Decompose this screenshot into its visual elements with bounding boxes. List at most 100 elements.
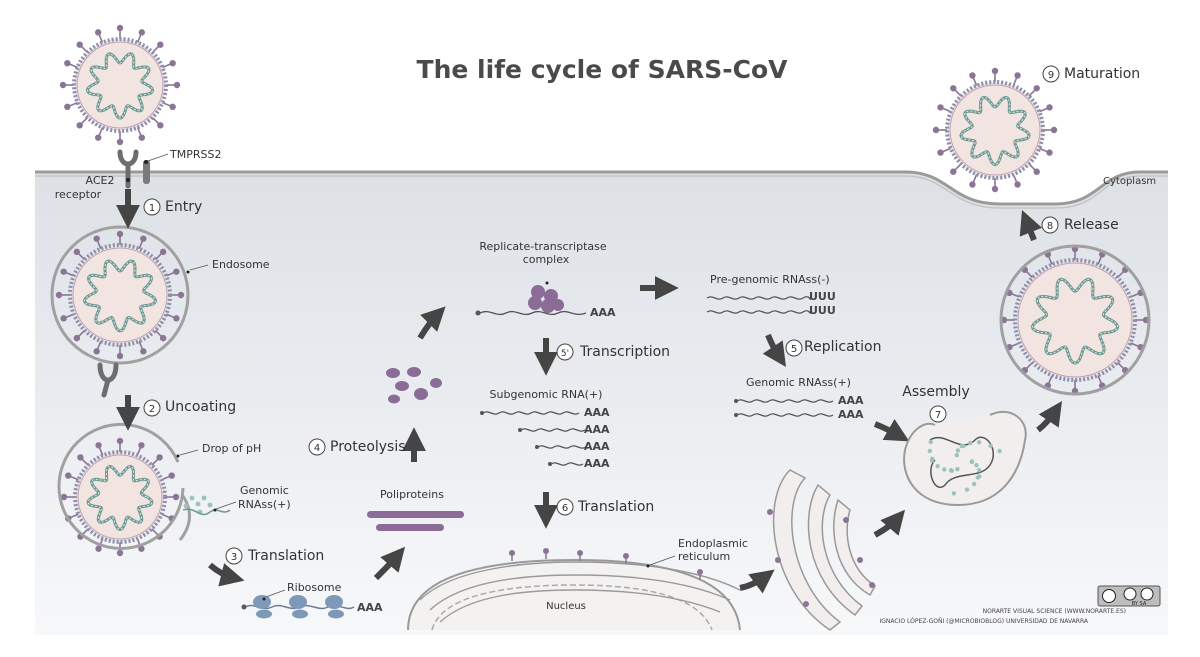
nucleus-envelope	[407, 558, 741, 631]
step-release-number: 8	[1047, 221, 1053, 232]
diagram-title: The life cycle of SARS-CoV	[417, 55, 789, 84]
step-assembly-number: 7	[935, 410, 941, 421]
step-replication-label: Replication	[804, 339, 881, 355]
membrane-inner-line	[35, 175, 1168, 209]
step-entry: 1 Entry	[143, 198, 202, 216]
assembly-compartment	[903, 410, 1027, 507]
step-transcription-label: Transcription	[579, 344, 670, 360]
step-translation-1: 3 Translation	[225, 547, 324, 565]
pregenomic-polyu-2: UUU	[809, 304, 836, 317]
cleaved-proteins	[386, 367, 442, 404]
golgi-apparatus	[772, 469, 876, 631]
step-entry-label: Entry	[165, 199, 202, 215]
step-assembly-label: Assembly	[902, 384, 969, 400]
subgenomic-rna: Subgenomic RNA(+) AAA AAA AAA AAA	[480, 388, 610, 470]
virion-mature	[932, 67, 1058, 193]
drop-ph-label: Drop of pH	[202, 442, 261, 455]
subgenomic-polya-1: AAA	[584, 406, 610, 419]
ace2-receptor	[117, 149, 139, 189]
pregenomic-polyu-1: UUU	[809, 290, 836, 303]
genomic-rna-replicated: Genomic RNAss(+) AAA AAA	[734, 376, 864, 421]
rtc-label-line2: complex	[523, 253, 570, 266]
genomic-polya-1: AAA	[838, 394, 864, 407]
subgenomic-polya-2: AAA	[584, 423, 610, 436]
virion-uncoating	[60, 437, 180, 557]
tmprss2-label: TMPRSS2	[169, 148, 221, 161]
replicase-transcriptase-complex: Replicate-transcriptase complex AAA	[475, 240, 616, 319]
assembly-rna	[927, 436, 1002, 496]
released-genomic-rna	[182, 508, 231, 516]
step-translation-2: 6 Translation	[556, 498, 654, 516]
receptor-endosome	[97, 362, 119, 398]
arrow-translation-1	[208, 562, 245, 587]
poliproteins: Poliproteins	[367, 488, 464, 531]
flow-arrows	[116, 189, 1062, 594]
step-transcription-number: 5'	[561, 349, 569, 359]
step-proteolysis: 4 Proteolysis	[308, 438, 406, 456]
tmprss2-protein	[143, 160, 150, 184]
step-release-label: Release	[1064, 217, 1119, 233]
sa-icon	[1140, 587, 1154, 601]
step-transcription: 5' Transcription	[556, 343, 670, 361]
er-label-line1: Endoplasmic	[678, 537, 748, 550]
step-maturation: 9 Maturation	[1042, 65, 1140, 83]
pregenomic-label: Pre-genomic RNAss(-)	[710, 273, 830, 286]
step-uncoating-label: Uncoating	[165, 399, 236, 415]
poliprotein-bar-1	[367, 511, 464, 518]
step-uncoating-number: 2	[149, 404, 155, 415]
uncoating-membrane-lip	[178, 495, 191, 541]
rtc-label-line1: Replicate-transcriptase	[479, 240, 607, 253]
poliprotein-bar-2	[376, 524, 444, 531]
step-proteolysis-label: Proteolysis	[330, 439, 406, 455]
ribosome-polya: AAA	[357, 601, 383, 614]
released-rna-particles	[183, 495, 213, 515]
rtc-polya: AAA	[590, 306, 616, 319]
arrow-golgi-to-assembly	[873, 509, 906, 538]
er-label-line2: reticulum	[678, 550, 730, 563]
ace2-label-line1: ACE2	[86, 174, 115, 187]
step-translation-2-label: Translation	[577, 499, 654, 515]
nucleus-label: Nucleus	[546, 601, 586, 612]
cell-membrane	[35, 170, 1168, 206]
step-translation-1-label: Translation	[247, 548, 324, 564]
step-replication-number: 5	[791, 344, 797, 355]
virion-release	[999, 244, 1151, 396]
cytoplasm-label: Cytoplasm	[1103, 176, 1156, 187]
by-icon	[1123, 587, 1137, 601]
arrow-to-release	[1036, 401, 1062, 433]
poliproteins-label: Poliproteins	[380, 488, 444, 501]
arrow-er-to-golgi	[739, 569, 775, 594]
genomic-label-line1: Genomic	[240, 484, 289, 497]
credit-line-1: NORARTE VISUAL SCIENCE (WWW.NORARTE.ES)	[983, 608, 1126, 615]
arrow-to-assembly	[873, 419, 910, 442]
step-maturation-number: 9	[1048, 70, 1054, 81]
genomic-label-line2: RNAss(+)	[238, 498, 291, 511]
golgi-spike-proteins	[767, 509, 875, 607]
step-release: 8 Release	[1041, 216, 1119, 234]
step-uncoating: 2 Uncoating	[143, 399, 236, 417]
step-translation-1-number: 3	[231, 552, 237, 563]
ribosome-translation: AAA Ribosome	[241, 581, 383, 619]
ace2-label-line2: receptor	[55, 188, 102, 201]
nucleus-er: Nucleus Endoplasmic reticulum	[407, 537, 748, 631]
ribosome-label: Ribosome	[287, 581, 342, 594]
er-spike-proteins	[509, 548, 703, 580]
subgenomic-polya-3: AAA	[584, 440, 610, 453]
arrow-replication	[762, 333, 786, 367]
credit-line-2: IGNACIO LÓPEZ-GOÑI (@MICROBIOBLOG) UNIVE…	[879, 618, 1088, 625]
ribosome-small	[256, 609, 272, 619]
subgenomic-polya-4: AAA	[584, 457, 610, 470]
genomic-polya-2: AAA	[838, 408, 864, 421]
cc-icon	[1102, 589, 1116, 603]
step-maturation-label: Maturation	[1064, 66, 1140, 82]
virion-in-endosome	[55, 230, 185, 360]
endosome-label: Endosome	[212, 258, 270, 271]
step-assembly: Assembly 7	[902, 384, 970, 423]
step-entry-number: 1	[149, 203, 155, 214]
arrow-to-poliproteins	[373, 546, 406, 581]
pregenomic-rna: Pre-genomic RNAss(-) UUU UUU	[706, 273, 836, 317]
step-proteolysis-number: 4	[314, 443, 320, 454]
license-text: BY SA	[1132, 601, 1147, 607]
virion-extracellular	[59, 24, 181, 146]
